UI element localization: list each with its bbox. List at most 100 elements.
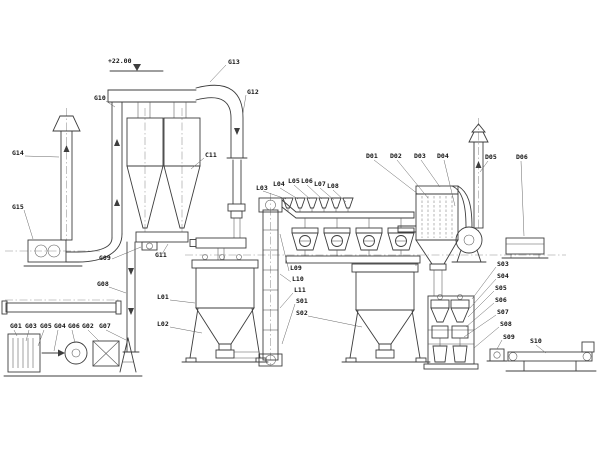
label-L06: L06 <box>301 177 313 185</box>
leader-L05 <box>293 184 311 200</box>
leader-G13 <box>209 64 227 83</box>
leader-D01 <box>373 159 419 195</box>
label-L10: L10 <box>292 275 304 283</box>
leader-D05 <box>479 160 489 173</box>
tank-left <box>7 333 41 373</box>
label-S08: S08 <box>500 320 512 328</box>
packing-machine <box>423 294 479 370</box>
leader-C11 <box>190 157 205 170</box>
label-G09: G09 <box>99 254 111 262</box>
label-G15: G15 <box>12 203 24 211</box>
label-G03: G03 <box>25 322 37 330</box>
leader-S07 <box>463 314 497 338</box>
label-G05: G05 <box>40 322 52 330</box>
label-S01: S01 <box>296 297 308 305</box>
leader-L04 <box>279 187 299 200</box>
exhaust-stack-right <box>468 123 489 229</box>
label-L04: L04 <box>273 180 285 188</box>
leader-G12 <box>242 94 247 114</box>
label-S02: S02 <box>296 309 308 317</box>
leader-G07 <box>105 329 127 341</box>
leader-L02 <box>169 326 203 334</box>
leader-S08 <box>473 326 500 349</box>
leader-D04 <box>443 159 456 207</box>
flow-arrow-left <box>41 349 65 357</box>
label-D03: D03 <box>414 152 426 160</box>
label-L07: L07 <box>314 180 326 188</box>
label-G11: G11 <box>155 251 167 259</box>
leader-S10 <box>535 344 547 354</box>
leader-D06 <box>520 160 525 237</box>
leader-D02 <box>396 159 429 199</box>
fan-left <box>64 341 88 365</box>
leader-L08 <box>332 189 347 203</box>
label-D05: D05 <box>485 153 497 161</box>
leader-G01 <box>13 329 18 337</box>
leader-L09 <box>279 233 290 272</box>
leader-G11 <box>161 243 169 255</box>
label-S03: S03 <box>497 260 509 268</box>
label-G12: G12 <box>247 88 259 96</box>
label-S06: S06 <box>495 296 507 304</box>
leader-L07 <box>319 187 335 201</box>
cyclone-separators <box>107 84 248 238</box>
label-G02: G02 <box>82 322 94 330</box>
label-D04: D04 <box>437 152 449 160</box>
label-G08: G08 <box>97 280 109 288</box>
elevation-marker <box>109 64 164 72</box>
label-C11: C11 <box>205 151 217 159</box>
air-riser-duct <box>77 101 123 263</box>
label-G06: G06 <box>68 322 80 330</box>
leader-G04 <box>53 329 59 352</box>
fan-right <box>451 226 487 263</box>
sieve-conveyor <box>285 255 421 266</box>
leader-G15 <box>23 209 34 240</box>
label-S07: S07 <box>497 308 509 316</box>
label-G01: G01 <box>10 322 22 330</box>
leader-S03 <box>471 266 497 300</box>
label-L08: L08 <box>327 182 339 190</box>
centerlines <box>5 108 566 366</box>
label-elevation: +22.00 <box>108 57 132 65</box>
bag-conveyor <box>505 341 597 372</box>
blower-housing-left <box>92 340 120 367</box>
control-box-right <box>501 237 549 259</box>
label-G13: G13 <box>228 58 240 66</box>
label-G04: G04 <box>54 322 66 330</box>
label-L05: L05 <box>288 177 300 185</box>
label-S05: S05 <box>495 284 507 292</box>
support-frame-left <box>3 337 143 377</box>
sealing-unit <box>486 348 508 362</box>
leader-S01 <box>281 303 296 345</box>
leader-D03 <box>420 159 441 188</box>
leader-G06 <box>71 329 76 344</box>
label-D01: D01 <box>366 152 378 160</box>
label-L02: L02 <box>157 320 169 328</box>
label-S09: S09 <box>503 333 515 341</box>
leader-S09 <box>496 339 503 350</box>
leader-G14 <box>24 155 60 158</box>
leader-G08 <box>108 286 127 294</box>
leader-L01 <box>169 299 196 304</box>
label-G14: G14 <box>12 149 24 157</box>
blower-left <box>23 239 83 267</box>
leader-L06 <box>306 184 323 200</box>
leader-G03 <box>25 329 30 342</box>
baghouse-filter <box>397 185 473 296</box>
screw-conveyor-left <box>1 300 122 315</box>
leader-G05 <box>37 329 45 347</box>
leader-G10 <box>105 100 116 108</box>
label-S04: S04 <box>497 272 509 280</box>
collector-screw <box>135 231 189 251</box>
leader-S02 <box>307 315 363 328</box>
label-L03: L03 <box>256 184 268 192</box>
storage-hopper-2 <box>341 263 431 363</box>
label-G10: G10 <box>94 94 106 102</box>
label-D06: D06 <box>516 153 528 161</box>
sieve-units <box>291 218 415 256</box>
storage-hopper-1 <box>181 237 269 363</box>
leader-L11 <box>279 292 294 309</box>
